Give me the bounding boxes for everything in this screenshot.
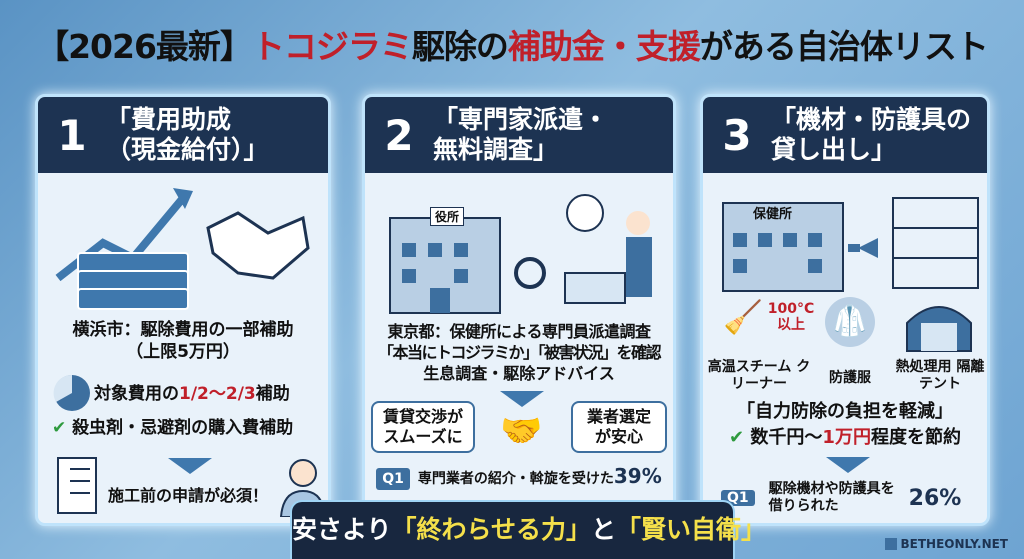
burden-reduction: 「自力防除の負担を軽減」: [737, 401, 953, 422]
tokyo-service: 東京都：保健所による専門員派遣調査: [387, 322, 651, 341]
cube-icon: [884, 538, 897, 550]
office-inspector-icon: [389, 194, 652, 314]
building-sign: 役所: [430, 207, 465, 226]
handshake-icon: 🤝: [500, 411, 543, 451]
conclusion-banner: 安さより「終わらせる力」と「賢い自衛」: [290, 500, 766, 559]
tent-icon: [906, 306, 972, 352]
panel-header: 3 「機材・防護具の貸し出し」: [703, 97, 987, 173]
application-note: 施工前の申請が必須！: [107, 486, 268, 505]
heading-line: 「機材・防護具の: [771, 105, 972, 134]
title-suffix: がある自治体リスト: [699, 27, 989, 66]
heading-line: 無料調査」: [433, 135, 559, 164]
item-heat-tent: 熱処理用 隔離テント: [895, 359, 985, 392]
heading-line: 貸し出し」: [771, 135, 897, 164]
item-protective-suit: 防護服: [829, 370, 871, 386]
savings-line: ✔ 数千円〜1万円程度を節約: [729, 427, 961, 448]
panel-expert-dispatch: 2 「専門家派遣・無料調査」 役所 東京都：保健所による専門員派遣調査 「本当に…: [362, 94, 676, 526]
panel-equipment-lending: 3 「機材・防護具の貸し出し」 保健所 🧹 100°C 以上 🥼 高温スチーム …: [700, 94, 990, 526]
temperature-label: 100°C 以上: [767, 301, 815, 333]
city-subsidy: 横浜市：駆除費用の一部補助: [72, 320, 294, 340]
panel-number: 3: [722, 110, 752, 160]
page-title: 【2026最新】トコジラミ駆除の補助金・支援がある自治体リスト: [10, 22, 1014, 78]
title-text: 駆除の: [411, 27, 509, 66]
check-icon: ✔: [52, 418, 67, 438]
steam-cleaner-icon: 🧹: [723, 298, 763, 336]
health-center-shelf-icon: [722, 197, 979, 292]
panel-number: 2: [384, 110, 414, 160]
panel-header: 2 「専門家派遣・無料調査」: [365, 97, 673, 173]
arrow-down-icon: [168, 458, 212, 474]
survey-advice: 生息調査・駆除アドバイス: [423, 364, 615, 383]
title-tag: 【2026最新】: [36, 27, 253, 66]
check-details: 「本当にトコジラミか」「被害状況」を確認: [377, 343, 662, 362]
check-item: ✔ 殺虫剤・忌避剤の購入費補助: [52, 418, 294, 438]
checklist-icon: [57, 457, 97, 514]
item-steam-cleaner: 高温スチーム クリーナー: [707, 359, 811, 392]
panel-cash-subsidy: 1 「費用助成（現金給付）」 横浜市：駆除費用の一部補助 （上限5万円） 対象費…: [35, 94, 331, 526]
title-highlight: 補助金・支援: [507, 27, 701, 66]
subsidy-limit: （上限5万円）: [126, 342, 240, 362]
money-handshake-icon: [55, 188, 310, 310]
pie-chart-icon: [53, 374, 90, 411]
arrow-down-icon: [826, 457, 870, 473]
building-sign: 保健所: [753, 207, 793, 222]
ratio-line: 対象費用の1/2〜2/3補助: [94, 384, 290, 404]
arrow-down-icon: [500, 391, 544, 407]
heading-line: （現金給付）」: [106, 135, 269, 164]
bubble-rental-negotiation: 賃貸交渉が スムーズに: [371, 401, 475, 453]
heading-line: 「費用助成: [106, 105, 232, 134]
check-icon: ✔: [729, 427, 745, 448]
site-logo: BETHEONLY.NET: [884, 537, 1008, 551]
protective-suit-icon: 🥼: [825, 297, 875, 347]
bubble-vendor-selection: 業者選定 が安心: [571, 401, 667, 453]
panel-header: 1 「費用助成（現金給付）」: [38, 97, 328, 173]
heading-line: 「専門家派遣・: [433, 105, 609, 134]
title-keyword: トコジラミ: [251, 27, 413, 66]
panel-number: 1: [57, 110, 87, 160]
